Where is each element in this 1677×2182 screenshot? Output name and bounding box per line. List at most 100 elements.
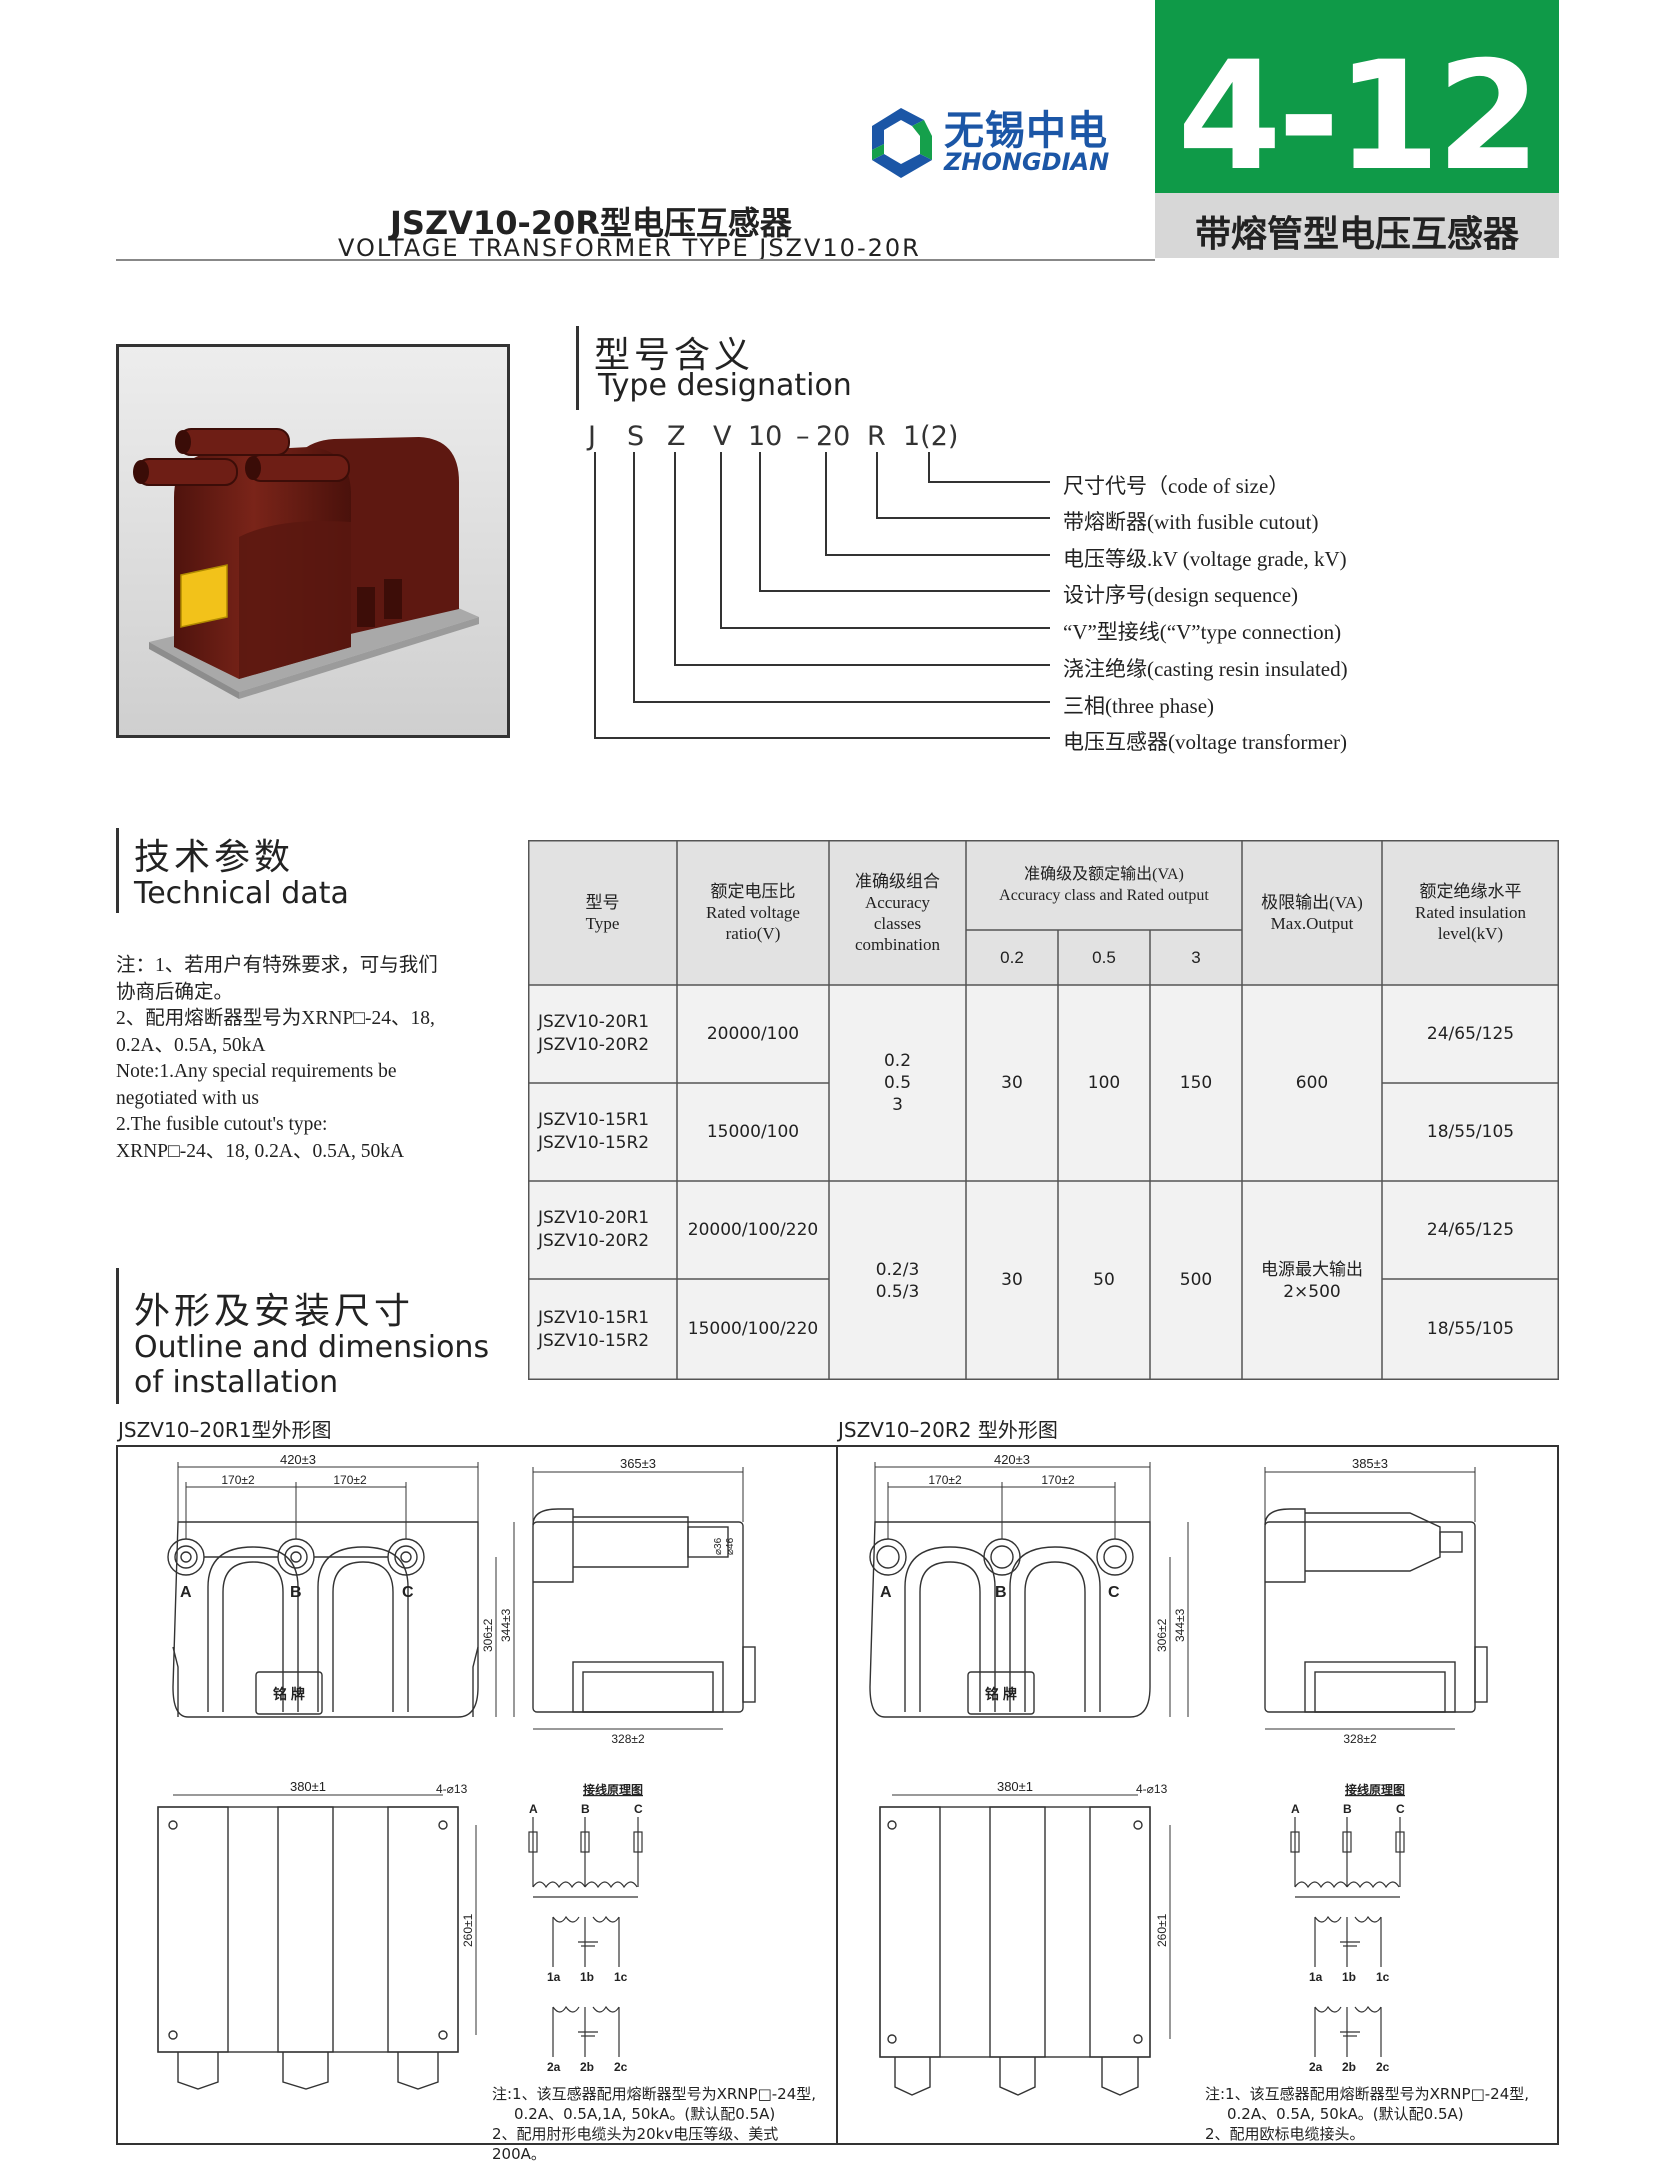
dim-width-total: 420±3: [994, 1452, 1030, 1467]
designation-item-v-connection: “V”型接线(“V”type connection): [1063, 620, 1342, 644]
table-cell-insulation: 18/55/105: [1382, 1083, 1559, 1181]
designation-item-sequence: 设计序号(design sequence): [1063, 583, 1299, 607]
wiring-1b: 1b: [1342, 1970, 1356, 1984]
dim-height-344: 344±3: [499, 1608, 513, 1642]
table-cell-classes: 0.2 0.5 3: [829, 985, 966, 1181]
phase-a-label: A: [180, 1584, 192, 1601]
table-cell-out-02: 30: [966, 1181, 1058, 1380]
dim-width-total: 420±3: [280, 1452, 316, 1467]
table-cell-out-3: 150: [1150, 985, 1242, 1181]
code-size: 1(2): [903, 421, 959, 452]
technical-heading-bar: [116, 828, 119, 913]
note-line: 2、配用欧标电缆接头。: [1205, 2125, 1365, 2143]
designation-item-three-phase: 三相(three phase): [1063, 694, 1215, 718]
table-cell-out-3: 500: [1150, 1181, 1242, 1380]
wiring-2a: 2a: [547, 2060, 561, 2074]
dim-mount-depth: 260±1: [1155, 1913, 1169, 1947]
table-cell-ratio: 15000/100/220: [677, 1279, 829, 1380]
note-line: negotiated with us: [116, 1087, 259, 1109]
table-cell-type: JSZV10-15R1 JSZV10-15R2: [528, 1083, 677, 1181]
page-tab-green: [1155, 0, 1559, 193]
table-cell-ratio: 15000/100: [677, 1083, 829, 1181]
note-line: Note:1.Any special requirements be: [116, 1061, 397, 1082]
zhongdian-logo-icon: [872, 108, 932, 178]
r1-notes: 注:1、该互感器配用熔断器型号为XRNP□-24型, 0.2A、0.5A,1A,…: [492, 2084, 832, 2164]
code-letter-r: R: [867, 421, 886, 452]
table-header-out-02: 0.2: [966, 930, 1058, 985]
dim-holes: 4-⌀13: [436, 1782, 468, 1796]
note-line: 0.2A、0.5A, 50kA: [116, 1034, 266, 1056]
wiring-phase-a: A: [529, 1802, 538, 1816]
wiring-phase-c: C: [1396, 1802, 1405, 1816]
designation-item-vt: 电压互感器(voltage transformer): [1063, 730, 1348, 754]
wiring-1c: 1c: [1376, 1970, 1390, 1984]
page-tab: 4-12 带熔管型电压互感器: [1155, 0, 1559, 258]
phase-b-label: B: [290, 1584, 302, 1601]
designation-item-resin: 浇注绝缘(casting resin insulated): [1063, 657, 1348, 681]
dim-pitch-2: 170±2: [333, 1473, 367, 1487]
table-cell-max-output: 电源最大输出 2×500: [1242, 1181, 1382, 1380]
code-letter-s: S: [627, 421, 645, 452]
nameplate-label: 铭 牌: [273, 1686, 305, 1702]
left-drawing-caption: JSZV10–20R1型外形图: [118, 1418, 332, 1442]
wiring-phase-b: B: [581, 1802, 590, 1816]
wiring-2c: 2c: [1376, 2060, 1390, 2074]
table-cell-out-02: 30: [966, 985, 1058, 1181]
page-number: 4-12: [1177, 30, 1540, 204]
code-letter-10: 10: [748, 421, 783, 452]
outline-heading-bar: [116, 1268, 119, 1404]
dim-height-344: 344±3: [1173, 1608, 1187, 1642]
designation-item-fuse: 带熔断器(with fusible cutout): [1063, 510, 1319, 534]
table-grid: [528, 840, 1559, 1380]
note-line: 注：1、若用户有特殊要求，可与我们: [116, 955, 438, 976]
page-tab-gray: [1155, 193, 1559, 258]
code-dash: –: [796, 421, 810, 452]
dim-height-306: 306±2: [481, 1618, 495, 1652]
outline-heading-en-2: of installation: [134, 1365, 339, 1400]
product-photo: [116, 344, 510, 738]
note-line: 注:1、该互感器配用熔断器型号为XRNP□-24型,: [492, 2085, 817, 2103]
designation-item-size: 尺寸代号（code of size）: [1063, 474, 1290, 498]
product-title-cn: JSZV10-20R型电压互感器: [390, 204, 792, 242]
wiring-1a: 1a: [1309, 1970, 1323, 1984]
dim-phi-46: ⌀46: [725, 1537, 736, 1555]
table-cell-type: JSZV10-20R1 JSZV10-20R2: [528, 1181, 677, 1279]
note-line: 注:1、该互感器配用熔断器型号为XRNP□-24型,: [1205, 2085, 1530, 2103]
outline-drawing-divider: [836, 1445, 838, 2145]
title-rule: [116, 259, 1155, 261]
table-header-max-output: 极限输出(VA) Max.Output: [1242, 840, 1382, 985]
table-cell-out-05: 50: [1058, 1181, 1150, 1380]
code-letter-z: Z: [667, 421, 686, 452]
r2-notes: 注:1、该互感器配用熔断器型号为XRNP□-24型, 0.2A、0.5A, 50…: [1205, 2084, 1555, 2144]
wiring-title: 接线原理图: [1345, 1782, 1405, 1797]
wiring-2c: 2c: [614, 2060, 628, 2074]
note-line: 0.2A、0.5A, 50kA。(默认配0.5A): [1227, 2105, 1464, 2123]
dim-pitch-1: 170±2: [928, 1473, 962, 1487]
table-cell-classes: 0.2/3 0.5/3: [829, 1181, 966, 1380]
outline-heading-cn: 外形及安装尺寸: [134, 1291, 415, 1332]
logo-text-cn: 无锡中电: [944, 108, 1108, 154]
note-line: 0.2A、0.5A,1A, 50kA。(默认配0.5A): [514, 2105, 776, 2123]
note-line: 2、配用熔断器型号为XRNP□-24、18,: [116, 1008, 435, 1029]
note-line: 2、配用肘形电缆头为20kv电压等级、美式200A。: [492, 2125, 779, 2163]
wiring-1c: 1c: [614, 1970, 628, 1984]
table-cell-max-output: 600: [1242, 985, 1382, 1181]
dim-mount-width: 380±1: [290, 1779, 326, 1794]
table-header-out-3: 3: [1150, 930, 1242, 985]
r2-outline-drawings: 420±3 170±2 170±2 A B C 铭 牌 306±2 344±3 …: [869, 1452, 1488, 2096]
r1-outline-drawings: 420±3 170±2 170±2 A B C 铭 牌 306±2 344±3 …: [157, 1452, 756, 2090]
dim-side-width: 365±3: [620, 1456, 656, 1471]
phase-b-label: B: [995, 1584, 1007, 1601]
phase-c-label: C: [402, 1584, 414, 1601]
dim-base: 328±2: [611, 1732, 645, 1746]
table-header-out-05: 0.5: [1058, 930, 1150, 985]
designation-leader-lines: [594, 452, 1050, 739]
wiring-1a: 1a: [547, 1970, 561, 1984]
designation-heading-en: Type designation: [598, 368, 852, 403]
dim-mount-depth: 260±1: [461, 1913, 475, 1947]
table-cell-insulation: 24/65/125: [1382, 985, 1559, 1083]
table-cell-out-05: 100: [1058, 985, 1150, 1181]
table-cell-type: JSZV10-20R1 JSZV10-20R2: [528, 985, 677, 1083]
technical-heading-cn: 技术参数: [134, 837, 295, 878]
note-line: 2.The fusible cutout's type:: [116, 1114, 328, 1135]
